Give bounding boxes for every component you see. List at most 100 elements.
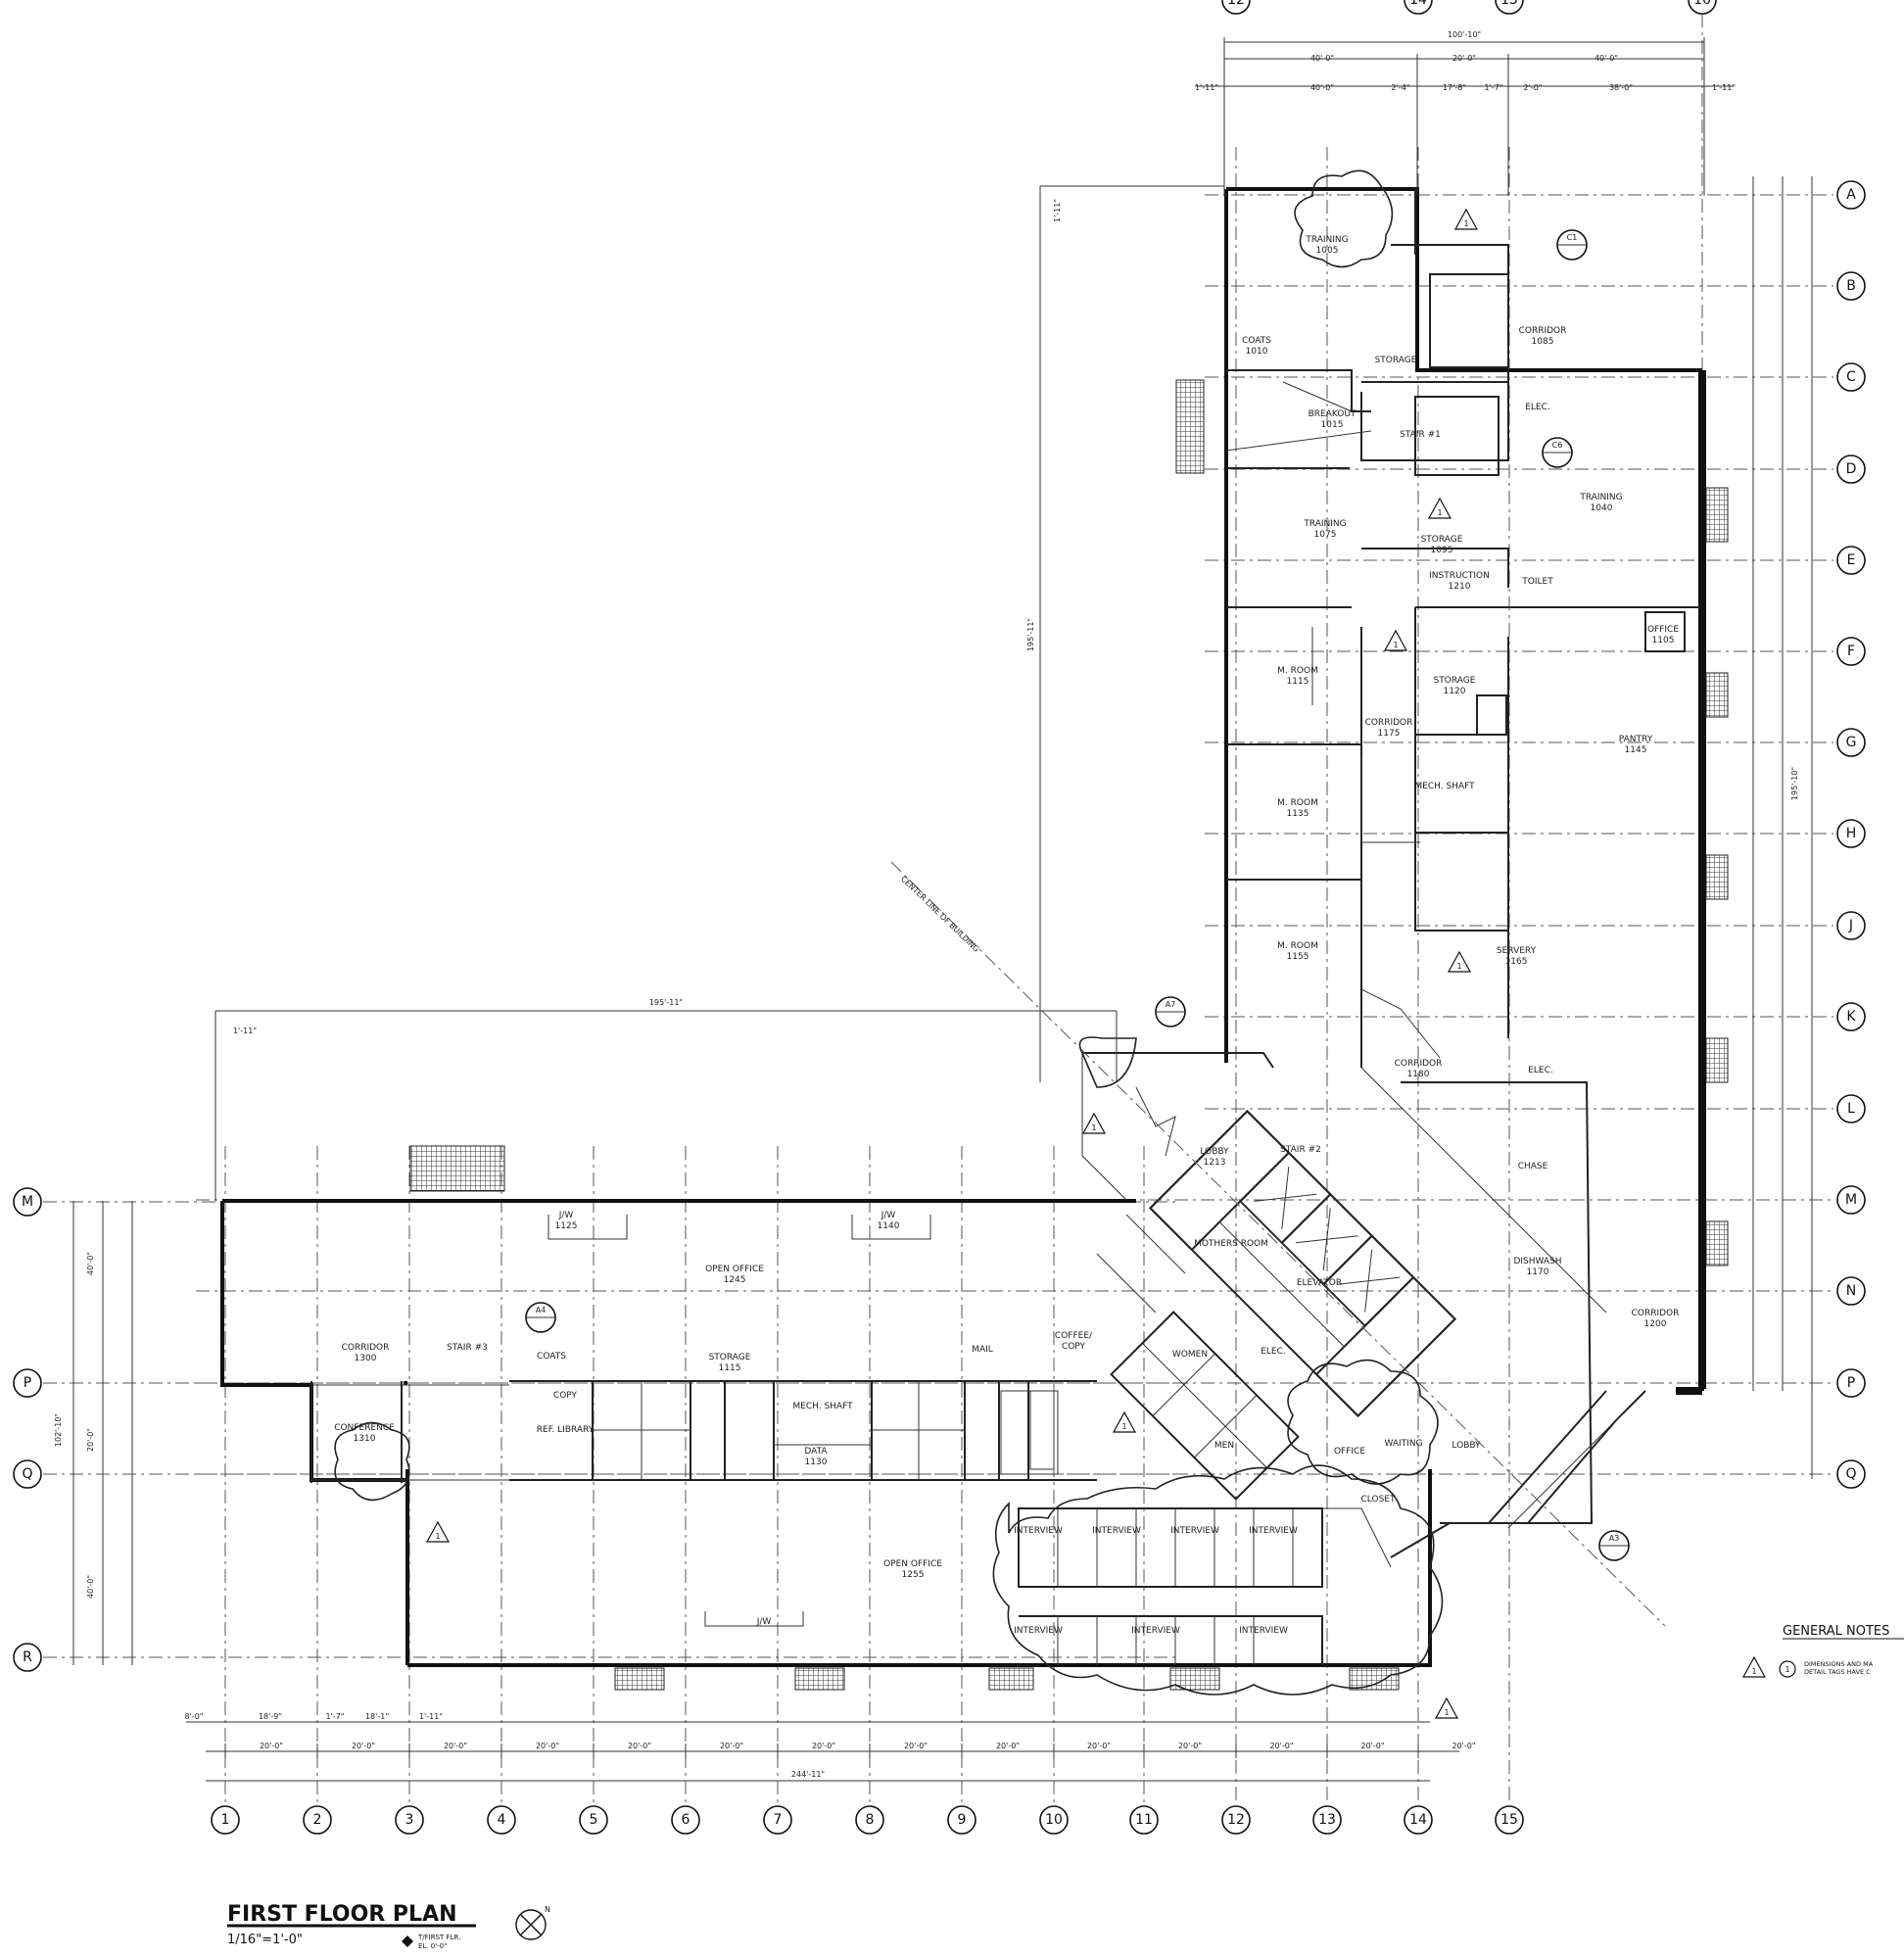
room-number-1175: 1175	[1378, 729, 1401, 739]
room-m-room-1135: M. ROOM	[1277, 798, 1318, 808]
dim-top-b0: 1'-11"	[1195, 83, 1218, 92]
room-interview-6: INTERVIEW	[1131, 1626, 1180, 1636]
room-coats: COATS	[1242, 336, 1271, 346]
room-open-office-1245: OPEN OFFICE	[705, 1265, 764, 1274]
room-corridor-1085: CORRIDOR	[1519, 326, 1567, 336]
dim-offset-north: 1'-11"	[1053, 199, 1062, 222]
grid-bubble-left-Q-label: Q	[22, 1466, 32, 1482]
room-mail: MAIL	[972, 1345, 993, 1355]
grid-bubble-row-F-label: F	[1847, 644, 1855, 659]
room-number-1213: 1213	[1204, 1158, 1226, 1168]
room-number-1200: 1200	[1644, 1319, 1667, 1329]
dim-offset-west: 1'-11"	[233, 1027, 257, 1035]
room-number-1015: 1015	[1321, 420, 1344, 430]
room-training-1040: TRAINING	[1579, 493, 1622, 502]
dim-bay-2: 20'-0"	[352, 1742, 375, 1750]
room-office-2: OFFICE	[1334, 1447, 1365, 1457]
dim-top-b6: 38'-0"	[1609, 83, 1633, 92]
revision-delta-number-2: 1	[1091, 1123, 1096, 1132]
dim-top-b1: 40'-0"	[1310, 83, 1334, 92]
grid-bubble-row-A: A	[1836, 180, 1866, 210]
grid-bubble-row-J-label: J	[1848, 918, 1853, 933]
room-open-office-1255: OPEN OFFICE	[883, 1559, 942, 1569]
grid-bubble-col-13-label: 13	[1318, 1812, 1336, 1828]
revision-delta-number-8: 1	[1456, 962, 1461, 971]
grid-bubble-top-15: 15	[1495, 0, 1524, 15]
grid-bubble-row-A-label: A	[1846, 187, 1856, 203]
room-interview-3: INTERVIEW	[1170, 1526, 1219, 1536]
dim-left-3: 40'-0"	[86, 1575, 95, 1599]
revision-delta-number-4: 1	[1444, 1708, 1449, 1717]
room-storage-1095: STORAGE	[1421, 535, 1463, 545]
room-number-1155: 1155	[1287, 952, 1309, 962]
bottom-bay-dimensions: 20'-0"20'-0"20'-0"20'-0"20'-0"20'-0"20'-…	[224, 1742, 1476, 1758]
revision-delta-icon-4: 1	[1434, 1696, 1459, 1719]
grid-bubble-row-K-label: K	[1846, 1009, 1856, 1025]
room-number-1145: 1145	[1625, 745, 1647, 755]
grid-bubble-row-G-label: G	[1846, 735, 1857, 750]
grid-bubble-row-K: K	[1836, 1002, 1866, 1031]
tag-c1: C1	[1556, 229, 1588, 261]
grid-bubble-col-1-label: 1	[221, 1812, 230, 1828]
revision-delta-icon-7: 1	[1427, 497, 1452, 519]
delta-note-number: 1	[1751, 1667, 1756, 1676]
dim-bay-13: 20'-0"	[1360, 1742, 1384, 1750]
room-number-1140: 1140	[878, 1221, 900, 1231]
room-number-1115-b: 1115	[719, 1363, 741, 1373]
room-instruction: INSTRUCTION	[1429, 571, 1490, 581]
revision-delta-number-7: 1	[1437, 508, 1442, 517]
grid-bubble-row-J: J	[1836, 911, 1866, 940]
grid-bubble-top-12-label: 12	[1227, 0, 1245, 8]
room-number-1210: 1210	[1449, 582, 1471, 592]
room-number-1075: 1075	[1314, 530, 1337, 540]
dim-bottom-sub5: 1'-11"	[419, 1712, 443, 1721]
revision-delta-number-1: 1	[1463, 219, 1468, 228]
tag-c1-label: C1	[1567, 233, 1578, 242]
room-number-1095: 1095	[1431, 546, 1453, 555]
north-wing-outline	[1226, 187, 1704, 1395]
room-number-1300: 1300	[355, 1354, 377, 1363]
grid-bubble-row-P: P	[1836, 1368, 1866, 1398]
delta-note-icon: 1	[1741, 1655, 1767, 1678]
dim-bay-7: 20'-0"	[812, 1742, 835, 1750]
revision-delta-number-5: 1	[1121, 1422, 1126, 1431]
room-storage-4: STORAGE	[709, 1353, 751, 1362]
grid-bubble-col-5: 5	[579, 1805, 608, 1835]
grid-bubble-col-12-label: 12	[1227, 1812, 1245, 1828]
room-pantry: PANTRY	[1619, 735, 1653, 744]
title-block: FIRST FLOOR PLAN 1/16"=1'-0" T/FIRST FLR…	[227, 1902, 550, 1950]
tag-a4: A4	[525, 1302, 556, 1333]
grid-bubble-left-Q: Q	[13, 1459, 42, 1489]
dim-bottom-overall: 244'-11"	[791, 1770, 825, 1779]
room-mech-shaft-2: MECH. SHAFT	[792, 1402, 853, 1411]
grid-bubble-row-F: F	[1836, 637, 1866, 666]
room-coats-2: COATS	[537, 1352, 566, 1362]
room-m-room-1115: M. ROOM	[1277, 666, 1318, 676]
room-storage-1120: STORAGE	[1434, 676, 1476, 686]
tag-a7: A7	[1155, 996, 1186, 1027]
grid-bubble-col-2-label: 2	[313, 1812, 322, 1828]
dim-right-overall: 195'-10"	[1790, 767, 1799, 800]
room-number-1135: 1135	[1287, 809, 1309, 819]
level-elevation: EL. 0'-0"	[418, 1942, 447, 1950]
grid-bubble-left-P: P	[13, 1368, 42, 1398]
grid-bubble-col-5-label: 5	[590, 1812, 598, 1828]
dim-top-a1: 40'-0"	[1310, 54, 1334, 63]
grid-bubble-col-7: 7	[763, 1805, 792, 1835]
room-number-1125: 1125	[555, 1221, 578, 1231]
grid-bubble-left-R: R	[13, 1643, 42, 1672]
room-mech-shaft-1: MECH. SHAFT	[1414, 782, 1475, 791]
room-stair-3: STAIR #3	[447, 1343, 488, 1353]
room-interview-5: INTERVIEW	[1014, 1626, 1063, 1636]
north-arrow-icon: N	[515, 1905, 550, 1940]
room-jw-1140: J/W	[881, 1211, 896, 1220]
grid-bubble-row-P-label: P	[1847, 1375, 1855, 1391]
room-stair-1: STAIR #1	[1400, 430, 1441, 440]
grid-bubble-row-E: E	[1836, 546, 1866, 575]
level-label: T/FIRST FLR.	[417, 1934, 460, 1941]
general-notes: GENERAL NOTES 1 1 DIMENSIONS AND MA DETA…	[1741, 1624, 1904, 1678]
room-corridor-1175: CORRIDOR	[1365, 718, 1413, 728]
